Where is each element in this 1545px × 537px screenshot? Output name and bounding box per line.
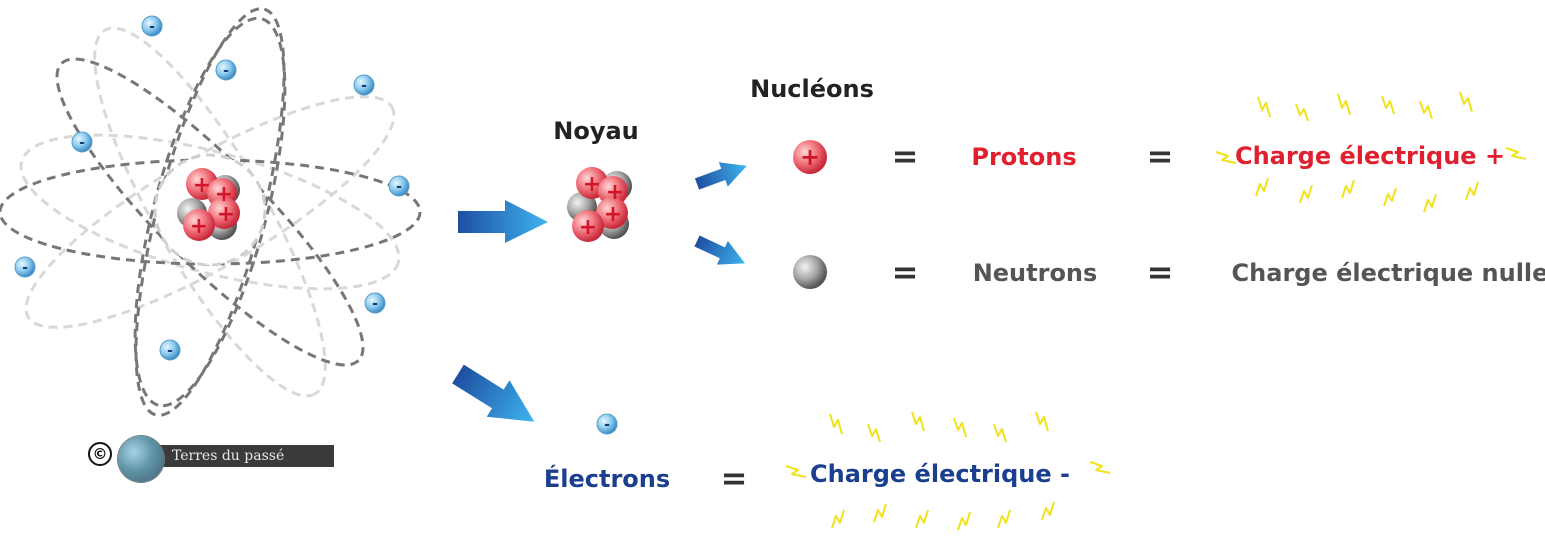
neutral-charge-label: Charge électrique nulle — [1232, 259, 1545, 287]
svg-text:-: - — [149, 19, 155, 35]
electron-sphere: - — [388, 175, 410, 197]
arrow-to-nucleus — [458, 200, 548, 243]
neutrons-label: Neutrons — [973, 259, 1098, 287]
equals-sign: = — [721, 459, 748, 497]
copyright-symbol: © — [88, 442, 112, 466]
arrow-to-protons — [694, 162, 747, 190]
plus-sign: + — [579, 215, 597, 240]
electron-icon: - — [596, 413, 618, 435]
negative-charge-label: Charge électrique - — [810, 460, 1070, 488]
plus-sign: + — [217, 202, 235, 227]
nucleons-title: Nucléons — [750, 75, 874, 103]
svg-text:-: - — [22, 260, 28, 276]
plus-sign: + — [215, 182, 233, 207]
plus-sign: + — [604, 202, 622, 227]
svg-text:-: - — [167, 343, 173, 359]
plus-sign: + — [190, 214, 208, 239]
orbit-electrons: - - - - - - - - — [14, 15, 410, 361]
svg-text:-: - — [223, 63, 229, 79]
plus-sign: + — [606, 180, 624, 205]
orbit-light — [19, 133, 401, 291]
equals-sign: = — [892, 253, 919, 291]
svg-text:-: - — [396, 179, 402, 195]
proton-sphere — [183, 209, 215, 241]
arrow-to-electrons — [452, 364, 535, 422]
orbit-dark — [55, 57, 365, 367]
electron-sphere: - — [71, 131, 93, 153]
electrons-label: Électrons — [544, 464, 670, 493]
minus-sign: - — [604, 417, 610, 433]
copyright-text: Terres du passé — [154, 445, 334, 467]
positive-charge-label: Charge électrique + — [1235, 142, 1505, 170]
plus-sign: + — [583, 172, 601, 197]
electron-sphere: - — [159, 339, 181, 361]
proton-sphere — [208, 197, 240, 229]
spark-decoration — [785, 411, 1111, 531]
neutron-icon — [793, 255, 827, 289]
electron-sphere: - — [14, 256, 36, 278]
noyau-nucleus: + + + + — [567, 167, 632, 242]
electron-sphere: - — [364, 292, 386, 314]
atom-nucleus: + + + + — [177, 168, 240, 241]
noyau-title: Noyau — [553, 117, 639, 145]
equals-sign: = — [1147, 137, 1174, 175]
protons-label: Protons — [971, 143, 1076, 171]
arrow-to-neutrons — [694, 235, 746, 265]
plus-sign: + — [193, 173, 211, 198]
proton-sphere — [572, 210, 604, 242]
electron-sphere: - — [353, 74, 375, 96]
equals-sign: = — [1147, 253, 1174, 291]
svg-text:-: - — [79, 135, 85, 151]
plus-sign: + — [800, 143, 820, 171]
orbit-dark — [0, 158, 422, 266]
svg-text:-: - — [372, 296, 378, 312]
electron-sphere: - — [215, 59, 237, 81]
proton-sphere — [596, 197, 628, 229]
globe-icon — [118, 436, 164, 482]
spark-decoration — [1215, 91, 1527, 213]
proton-icon: + — [793, 140, 827, 174]
equals-sign: = — [892, 137, 919, 175]
electron-sphere: - — [141, 15, 163, 37]
svg-text:-: - — [361, 78, 367, 94]
